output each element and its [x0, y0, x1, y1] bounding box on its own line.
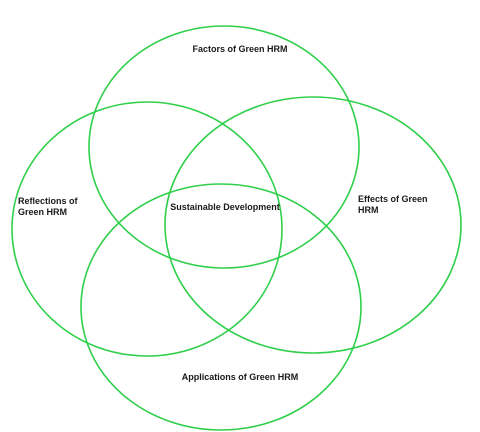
circle-factors	[88, 25, 360, 269]
circle-applications	[80, 183, 362, 431]
label-reflections-of-green-hrm: Reflections of Green HRM	[18, 196, 78, 218]
circle-reflections	[11, 101, 283, 357]
label-effects-of-green-hrm: Effects of Green HRM	[358, 194, 428, 216]
label-factors-of-green-hrm: Factors of Green HRM	[192, 44, 288, 54]
label-applications-of-green-hrm: Applications of Green HRM	[181, 372, 299, 382]
label-sustainable-development: Sustainable Development	[170, 202, 280, 212]
circle-effects	[164, 96, 462, 354]
